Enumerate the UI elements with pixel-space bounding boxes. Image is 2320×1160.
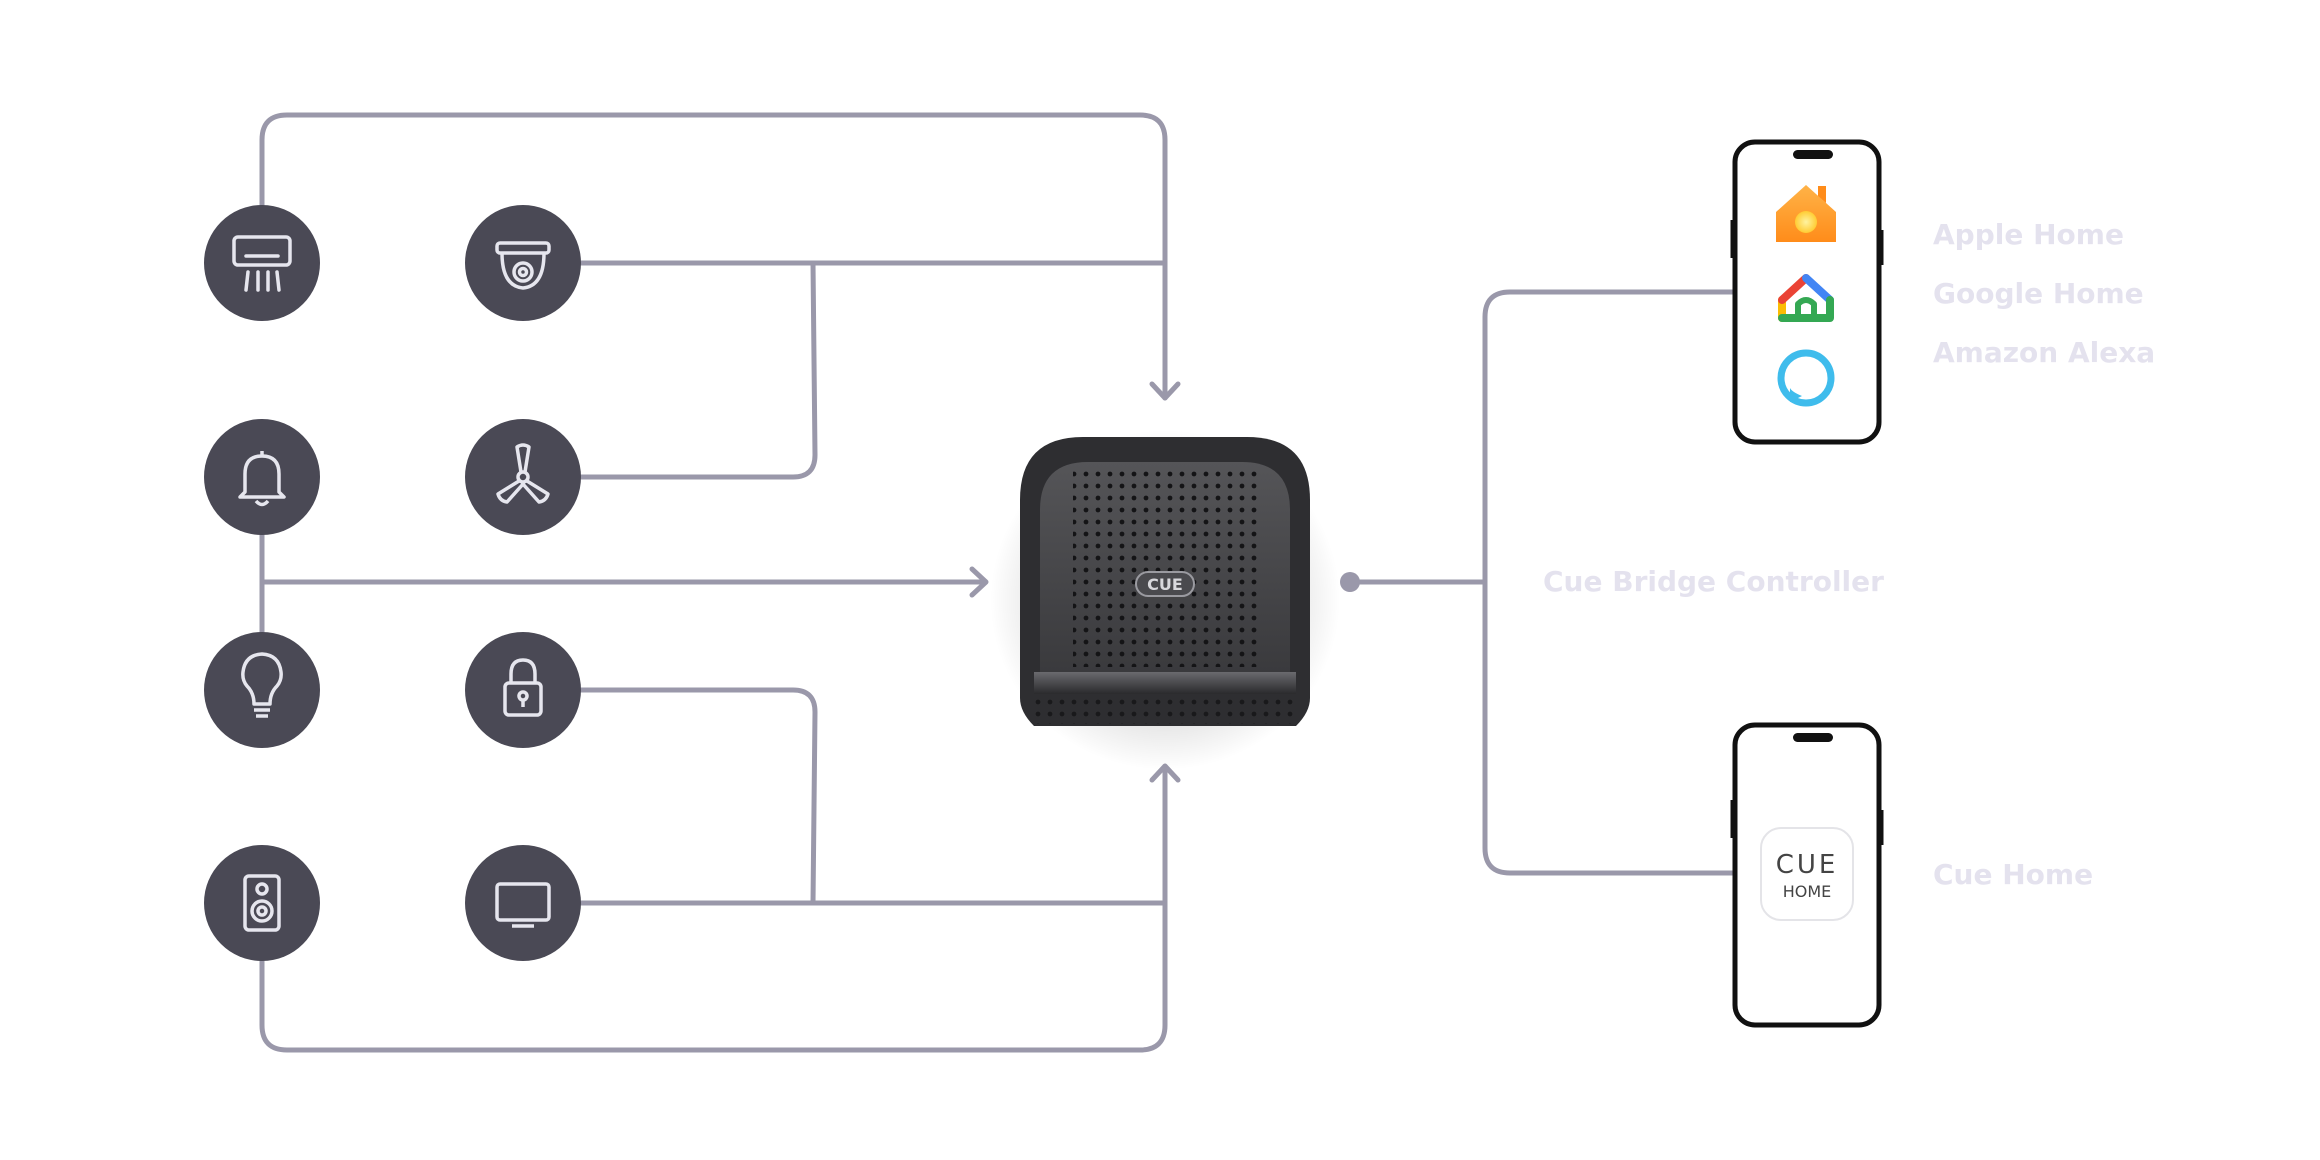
cue-app-logo-bottom: HOME (1783, 882, 1832, 901)
arrowhead-top (1149, 381, 1181, 401)
connector-speaker-to-hub (259, 764, 1168, 1053)
label-cue-home: Cue Home (1933, 858, 2093, 891)
apple-home-icon (1776, 185, 1836, 242)
connector-ac-to-hub (259, 112, 1168, 401)
tv-icon (495, 882, 551, 928)
device-smart-bulb (204, 632, 320, 748)
speaker-icon (243, 874, 281, 932)
label-google-home: Google Home (1933, 277, 2144, 310)
label-apple-home: Apple Home (1933, 218, 2124, 251)
cue-app-logo-top: CUE (1776, 850, 1839, 880)
device-ceiling-fan (465, 419, 581, 535)
device-doorbell (204, 419, 320, 535)
label-amazon-alexa: Amazon Alexa (1933, 336, 2155, 369)
device-security-camera (465, 205, 581, 321)
platform-phone (1730, 139, 1884, 445)
device-smart-lock (465, 632, 581, 748)
google-home-icon (1778, 274, 1834, 322)
hub-label: Cue Bridge Controller (1543, 565, 1884, 598)
lock-icon (503, 658, 543, 717)
connector-lines (259, 112, 1738, 1053)
connector-lock-to-hub (577, 687, 818, 906)
device-air-conditioner (204, 205, 320, 321)
cue-bridge-hub: CUE (990, 430, 1340, 770)
hub-logo-text: CUE (1147, 575, 1183, 594)
air-conditioner-icon (232, 235, 292, 292)
connector-to-platform-phone (1482, 289, 1738, 876)
hub-output-dot (1340, 572, 1360, 592)
connector-fan-to-hub (577, 260, 818, 480)
connector-bell-bulb-to-hub (259, 530, 988, 636)
cue-home-app-icon: CUE HOME (1760, 827, 1854, 921)
amazon-alexa-icon (1777, 349, 1835, 407)
fan-icon (496, 443, 550, 504)
cue-home-phone: CUE HOME (1730, 722, 1884, 1028)
security-camera-icon (495, 241, 551, 290)
light-bulb-icon (241, 652, 283, 718)
bell-icon (238, 451, 286, 507)
arrowhead-left (969, 566, 989, 598)
device-speaker (204, 845, 320, 961)
device-tv (465, 845, 581, 961)
hub-logo-badge (1135, 571, 1195, 597)
